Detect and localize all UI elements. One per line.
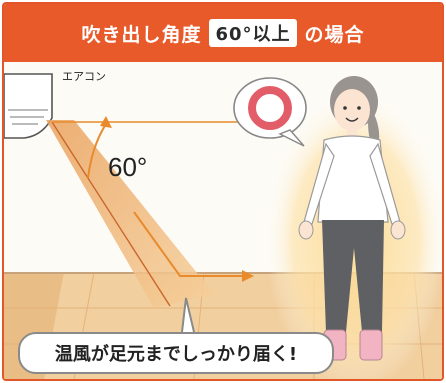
airflow-beam xyxy=(46,120,214,308)
air-conditioner-icon xyxy=(4,73,53,139)
caption-text: 温風が足元までしっかり届く! xyxy=(54,344,298,365)
header-title: 吹き出し角度 xyxy=(81,23,202,46)
caption-bubble: 温風が足元までしっかり届く! xyxy=(18,332,334,374)
angle-badge: 60°以上 xyxy=(209,19,297,47)
double-circle-icon xyxy=(248,86,292,130)
flow-arrow xyxy=(133,211,250,277)
angle-arc xyxy=(87,123,107,179)
rating-bubble xyxy=(233,77,307,147)
baseboard xyxy=(4,272,442,274)
flow-arrowhead xyxy=(242,270,254,282)
scene: エアコン 60° 温風が足元までしっかり届く! xyxy=(4,62,442,379)
caption-pointer xyxy=(181,297,195,333)
aircon-label: エアコン xyxy=(62,70,106,83)
airflow-centerline xyxy=(51,121,171,307)
header-suffix: の場合 xyxy=(304,23,365,46)
person-illustration xyxy=(298,76,406,361)
header-bar: 吹き出し角度 60°以上 の場合 xyxy=(4,4,442,62)
angle-arc-arrowhead xyxy=(100,116,112,128)
angle-label: 60° xyxy=(108,152,148,182)
